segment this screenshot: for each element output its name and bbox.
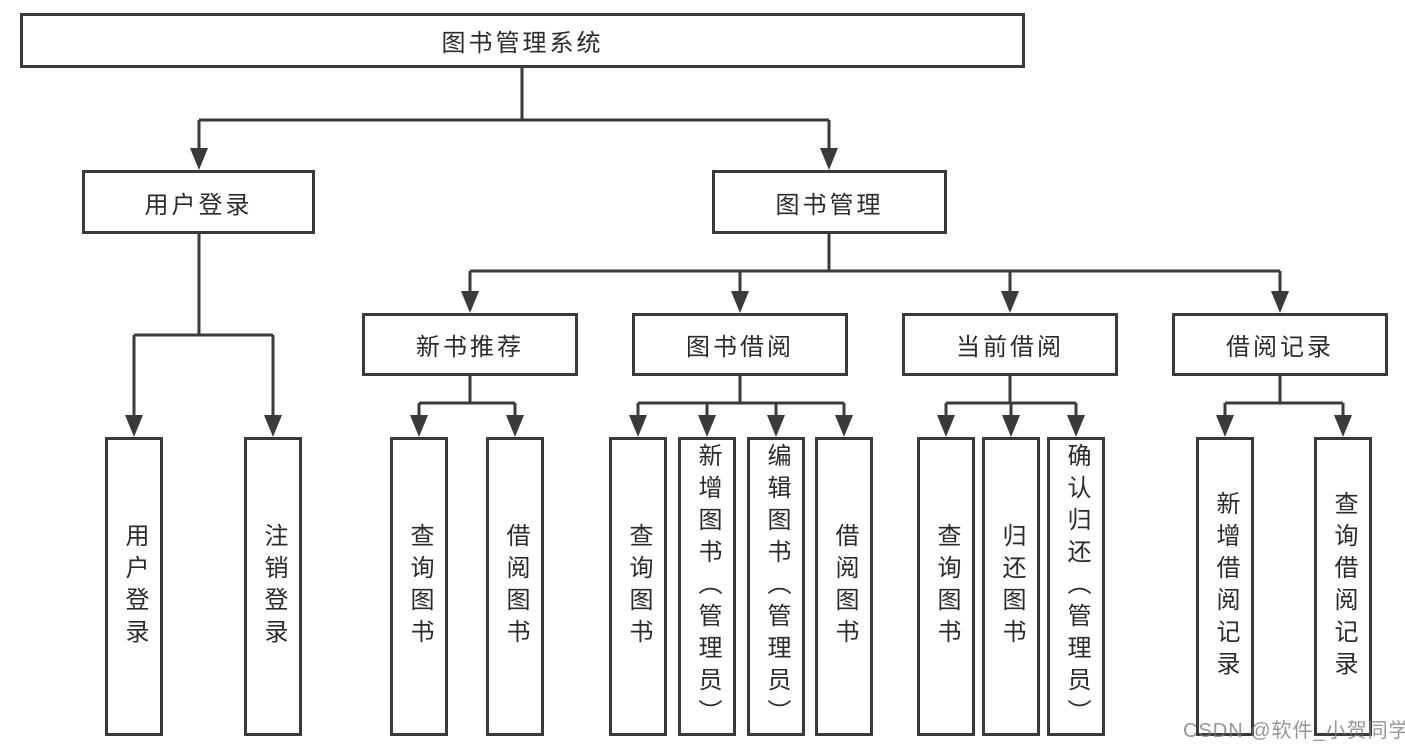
node-borrowing-records: 借阅记录	[1172, 313, 1388, 376]
node-book-management: 图书管理	[712, 170, 947, 234]
watermark: CSDN @软件_小贺同学	[1183, 720, 1405, 742]
node-label: 编辑图书（管理员）	[763, 442, 790, 731]
leaf-edit-book-admin: 编辑图书（管理员）	[747, 437, 805, 736]
node-label: 新书推荐	[416, 334, 524, 361]
node-label: 图书管理系统	[441, 30, 604, 57]
node-label: 查询图书	[625, 522, 652, 651]
node-label: 查询图书	[406, 522, 433, 651]
node-new-book-recommend: 新书推荐	[362, 313, 578, 376]
leaf-query-borrow-record: 查询借阅记录	[1314, 437, 1372, 736]
node-label: 借阅图书	[502, 522, 529, 651]
leaf-logout: 注销登录	[244, 437, 302, 736]
node-label: 借阅图书	[831, 522, 858, 651]
node-user-login: 用户登录	[82, 170, 315, 234]
leaf-return-books: 归还图书	[982, 437, 1040, 736]
leaf-query-books-recommend: 查询图书	[390, 437, 448, 736]
node-label: 当前借阅	[956, 334, 1064, 361]
leaf-query-books-current: 查询图书	[917, 437, 975, 736]
leaf-user-login: 用户登录	[105, 437, 163, 736]
node-label: 查询借阅记录	[1330, 490, 1357, 683]
connector-path	[132, 68, 1345, 417]
arrowheads	[125, 148, 1352, 437]
leaf-borrow-books-borrowing: 借阅图书	[815, 437, 873, 736]
node-label: 用户登录	[121, 522, 148, 651]
leaf-confirm-return-admin: 确认归还（管理员）	[1047, 437, 1105, 736]
node-label: 图书借阅	[686, 334, 794, 361]
leaf-query-books-borrowing: 查询图书	[609, 437, 667, 736]
node-label: 注销登录	[260, 522, 287, 651]
node-label: 新增图书（管理员）	[694, 442, 721, 731]
leaf-add-book-admin: 新增图书（管理员）	[678, 437, 736, 736]
node-label: 借阅记录	[1226, 334, 1334, 361]
node-library-system: 图书管理系统	[20, 13, 1025, 68]
node-label: 确认归还（管理员）	[1063, 442, 1090, 731]
node-label: 查询图书	[933, 522, 960, 651]
node-current-borrowing: 当前借阅	[902, 313, 1118, 376]
node-label: 新增借阅记录	[1212, 490, 1239, 683]
node-label: 归还图书	[998, 522, 1025, 651]
node-book-borrowing: 图书借阅	[632, 313, 848, 376]
node-label: 用户登录	[144, 191, 253, 219]
leaf-add-borrow-record: 新增借阅记录	[1196, 437, 1254, 736]
leaf-borrow-books-recommend: 借阅图书	[486, 437, 544, 736]
node-label: 图书管理	[775, 191, 884, 219]
